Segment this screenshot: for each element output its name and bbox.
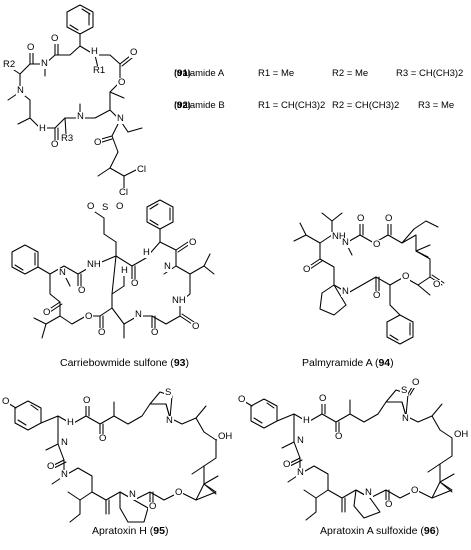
itr-o1: O [50, 33, 60, 44]
pal-o5: O [401, 271, 411, 282]
cb-s: S [101, 202, 110, 213]
aps-n2: N [296, 467, 305, 478]
aps-hn: H [302, 415, 311, 426]
legend-itralamide-b: Itralamide B (92) R1 = CH(CH3)2 R2 = CH(… [174, 100, 464, 114]
cb-nh1: NH [86, 259, 102, 270]
caption-palmyramide: Palmyramide A (94) [302, 357, 394, 369]
aph-o4: O [148, 501, 158, 512]
itr-nh1: H [90, 46, 99, 57]
aps-o5: O [410, 485, 420, 496]
itr-n4: N [116, 113, 125, 124]
cb-o-ester: O [84, 311, 94, 322]
cb-o1: O [77, 285, 87, 296]
aph-ome: O [1, 396, 11, 407]
cb-hn: H [120, 265, 129, 276]
itr-n2: N [16, 85, 25, 96]
aph-n1: N [60, 437, 69, 448]
cb-o3: O [188, 237, 198, 248]
legend-a-r2: R2 = Me [332, 68, 369, 79]
aph-o1: O [82, 395, 92, 406]
aph-o5: O [174, 487, 184, 498]
itr-n1: N [40, 58, 49, 69]
pal-n2: N [341, 286, 350, 297]
itr-o2: O [26, 42, 36, 53]
caption-carriebowmide: Carriebowmide sulfone (93) [60, 357, 189, 369]
cb-n2: N [163, 261, 172, 272]
legend-itralamide-a: Itralamide A (91) R1 = Me R2 = Me R3 = C… [174, 68, 464, 82]
pal-o6: O [372, 290, 382, 301]
pal-n1: N [341, 237, 350, 248]
aph-o3: O [46, 461, 56, 472]
aph-oh: OH [217, 431, 234, 442]
itr-r1: R1 [92, 65, 107, 76]
pal-nh: NH [331, 231, 347, 242]
aps-oh: OH [453, 429, 470, 440]
itr-r3: R3 [60, 133, 75, 144]
itr-nh2: H [38, 123, 47, 134]
cb-o7: O [191, 321, 201, 332]
aps-n1: N [296, 435, 305, 446]
pal-o7: O [302, 264, 312, 275]
legend-a-name: Itralamide A (91) [174, 68, 225, 79]
legend-b-name: Itralamide B (92) [174, 100, 225, 111]
aps-o2: O [334, 431, 344, 442]
cb-o6: O [150, 327, 160, 338]
aph-n-thz: N [165, 415, 174, 426]
cb-n1: N [58, 267, 67, 278]
aps-s: S [400, 385, 409, 396]
aps-n3: N [364, 487, 373, 498]
apratoxin-h-structure [5, 391, 229, 523]
itr-o-ester: O [117, 77, 127, 88]
aps-o4: O [384, 499, 394, 510]
itr-o5: O [93, 137, 103, 148]
aps-o3: O [282, 459, 292, 470]
itr-cl2: Cl [118, 187, 129, 198]
cb-so2: O [115, 201, 125, 212]
itr-o4: O [50, 139, 60, 150]
legend-a-r3: R3 = CH(CH3)2 [396, 68, 464, 79]
caption-apratoxin-h: Apratoxin H (95) [92, 525, 169, 537]
aph-s: S [164, 387, 173, 398]
aps-ome: O [237, 394, 247, 405]
aps-o1: O [318, 393, 328, 404]
aps-so: O [411, 377, 421, 388]
legend-b-r1: R1 = CH(CH3)2 [258, 100, 326, 111]
legend-b-r3: R3 = Me [418, 100, 455, 111]
cb-nh2: H [142, 247, 151, 258]
carriebowmide-structure [11, 199, 215, 339]
cb-nh3: NH [171, 295, 187, 306]
itr-o3: O [129, 47, 139, 58]
pal-o1: O [356, 213, 366, 224]
aph-o2: O [98, 433, 108, 444]
cb-so1: O [86, 201, 96, 212]
legend-b-r2: R2 = CH(CH3)2 [332, 100, 400, 111]
cb-o2: O [130, 278, 140, 289]
apratoxin-sulfoxide-structure [241, 383, 455, 521]
cb-o5: O [97, 327, 107, 338]
legend-a-r1: R1 = Me [258, 68, 295, 79]
pal-o2: O [384, 213, 394, 224]
itr-r2: R2 [2, 59, 17, 70]
aph-n2: N [60, 469, 69, 480]
itr-cl1: Cl [136, 164, 147, 175]
aps-n-thz: N [401, 413, 410, 424]
caption-apratoxin-sulfoxide: Apratoxin A sulfoxide (96) [320, 525, 440, 537]
aph-n3: N [128, 489, 137, 500]
pal-o3: O [372, 239, 382, 250]
cb-o4: O [42, 307, 52, 318]
cb-n3: N [134, 309, 143, 320]
aph-hn: H [66, 417, 75, 428]
pal-o4: O [432, 279, 442, 290]
itr-n3: N [76, 111, 85, 122]
